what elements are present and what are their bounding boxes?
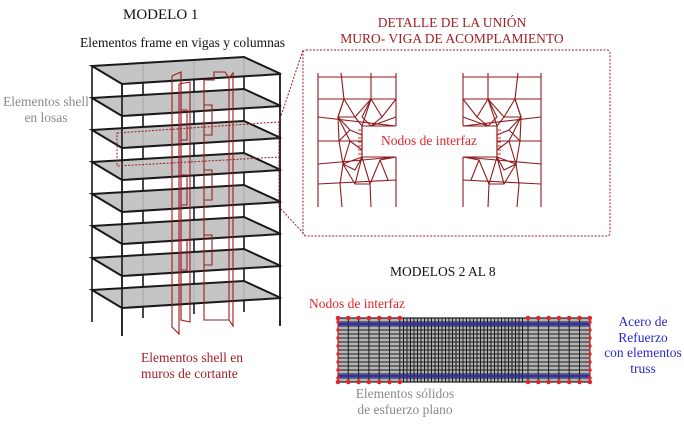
model1-title: MODELO 1 (123, 7, 199, 23)
wall-elements-label: Elementos shell en muros de cortante (141, 350, 243, 381)
detail-interface-label: Nodos de interfaz (381, 133, 477, 148)
models2to8-title: MODELOS 2 AL 8 (390, 264, 496, 279)
slab-elements-label: Elementos shell en losas (3, 94, 89, 125)
slab (88, 279, 282, 310)
wall-mesh-left (317, 72, 397, 208)
rebar-label: Acero de Refuerzo con elementos truss (604, 314, 682, 376)
solid-elements-label: Elementos sólidos de esfuerzo plano (355, 386, 455, 417)
slab (88, 215, 282, 246)
frame-elements-label: Elementos frame en vigas y columnas (80, 35, 286, 50)
building-frame-model (88, 55, 282, 336)
rebar-truss-elements (338, 322, 590, 378)
slab (88, 87, 282, 118)
wall-mesh-right (462, 72, 542, 208)
interface-nodes (335, 315, 593, 385)
detail-callout (116, 49, 611, 237)
shear-walls (171, 71, 234, 336)
beam-interface-label: Nodos de interfaz (309, 296, 405, 311)
slab (88, 55, 282, 86)
detail-box (302, 49, 611, 237)
detail-title: DETALLE DE LA UNIÓN MURO- VIGA DE ACOMPL… (340, 15, 564, 46)
coupling-beam-mesh (335, 315, 593, 385)
